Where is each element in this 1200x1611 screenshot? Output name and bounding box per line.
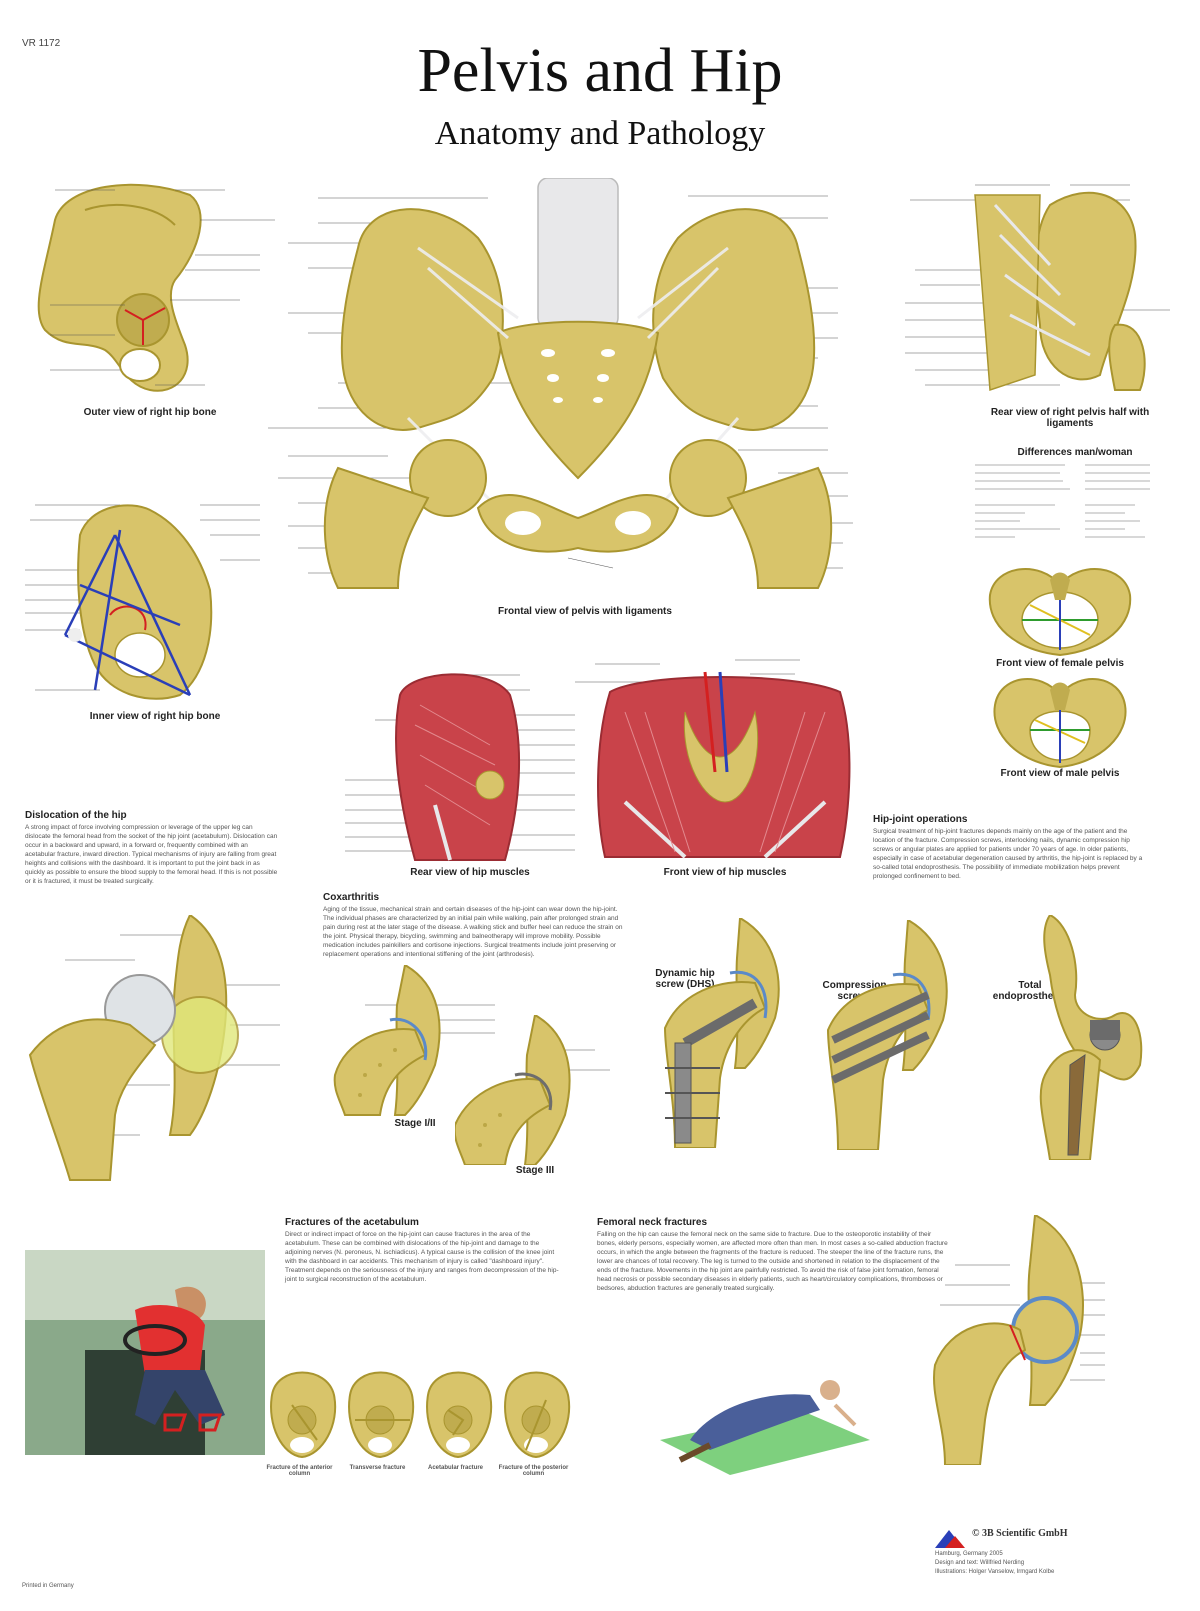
front-muscles-illustration: [575, 659, 851, 859]
dislocation-text: A strong impact of force involving compr…: [25, 824, 278, 885]
caption-stage-3: Stage III: [515, 1165, 555, 1176]
caption-total-endo: Total endoprosthesis: [992, 980, 1068, 1002]
caption-front-muscles: Front view of hip muscles: [663, 867, 787, 878]
coxarthritis-stage-1-illustration: [333, 965, 495, 1116]
dhs-illustration: [663, 918, 780, 1148]
operations-text: Surgical treatment of hip-joint fracture…: [873, 828, 1143, 880]
credits-line-3: Illustrations: Holger Vanselow, Irmgard …: [935, 1569, 1055, 1575]
caption-compression: Compression screws: [822, 980, 887, 1002]
caption-male-pelvis: Front view of male pelvis: [1000, 768, 1120, 779]
caption-rear-pelvis: Rear view of right pelvis half with liga…: [990, 407, 1150, 429]
differences-heading: Differences man/woman: [1017, 447, 1133, 458]
inner-hip-bone-illustration: [25, 504, 260, 700]
fracture-transverse-illustration: [348, 1371, 415, 1459]
printed-note: Printed in Germany: [22, 1583, 74, 1589]
caption-frontal-view: Frontal view of pelvis with ligaments: [498, 606, 672, 617]
3b-scientific-logo: [935, 1530, 965, 1548]
frontal-pelvis-illustration: [268, 178, 853, 589]
caption-dhs: Dynamic hip screw (DHS): [655, 968, 715, 990]
page-title: Pelvis and Hip: [417, 37, 783, 105]
rear-muscles-illustration: [345, 673, 575, 861]
outer-hip-bone-illustration: [37, 183, 275, 392]
female-pelvis-illustration: [988, 568, 1132, 657]
acetabulum-text: Direct or indirect impact of force on th…: [285, 1231, 559, 1283]
femoral-neck-fracture-illustration: [933, 1215, 1105, 1465]
fallen-woman-illustration: [660, 1380, 870, 1475]
coxarthritis-stage-3-illustration: [455, 1015, 610, 1165]
caption-stage-1-2: Stage I/II: [394, 1118, 436, 1129]
rear-pelvis-half-illustration: [905, 184, 1170, 392]
caption-outer-view: Outer view of right hip bone: [83, 407, 217, 418]
femoral-heading: Femoral neck fractures: [597, 1217, 708, 1228]
fracture-acetabular-illustration: [426, 1371, 493, 1459]
caption-female-pelvis: Front view of female pelvis: [996, 658, 1124, 669]
publisher-name: © 3B Scientific GmbH: [972, 1528, 1068, 1539]
operations-heading: Hip-joint operations: [873, 814, 968, 825]
dislocation-heading: Dislocation of the hip: [25, 810, 127, 821]
endoprosthesis-illustration: [1039, 915, 1143, 1160]
product-code: VR 1172: [22, 38, 61, 49]
credits-line-2: Design and text: Willfried Nerding: [935, 1560, 1025, 1566]
caption-inner-view: Inner view of right hip bone: [89, 711, 221, 722]
dashboard-injury-illustration: [25, 1250, 265, 1455]
compression-screws-illustration: [826, 920, 948, 1150]
fracture-posterior-illustration: [504, 1371, 571, 1459]
differences-table-lines: [975, 464, 1150, 538]
caption-fx-acetabular: Acetabular fracture: [427, 1465, 484, 1471]
fracture-anterior-illustration: [270, 1371, 337, 1459]
femoral-text: Falling on the hip can cause the femoral…: [597, 1231, 948, 1292]
caption-fx-anterior: Fracture of the anterior column: [266, 1465, 333, 1477]
coxarthritis-heading: Coxarthritis: [323, 892, 380, 903]
hip-dislocation-illustration: [28, 915, 280, 1181]
caption-fx-transverse: Transverse fracture: [349, 1465, 406, 1471]
credits-line-1: Hamburg, Germany 2005: [935, 1551, 1003, 1557]
coxarthritis-text: Aging of the tissue, mechanical strain a…: [323, 906, 623, 958]
male-pelvis-illustration: [993, 678, 1127, 769]
page-subtitle: Anatomy and Pathology: [434, 115, 766, 152]
caption-rear-muscles: Rear view of hip muscles: [410, 867, 530, 878]
caption-fx-posterior: Fracture of the posterior column: [498, 1465, 569, 1477]
acetabulum-heading: Fractures of the acetabulum: [285, 1217, 419, 1228]
